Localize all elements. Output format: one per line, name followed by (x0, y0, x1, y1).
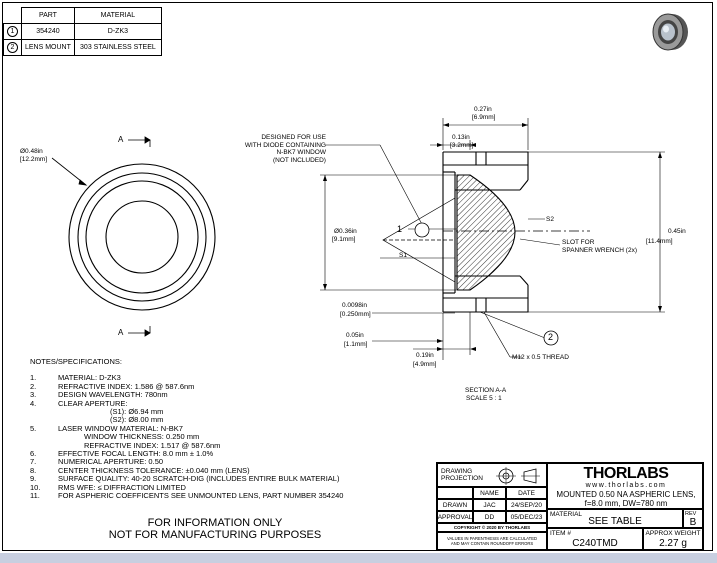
dim-0-0098-in: 0.0098in (342, 302, 367, 309)
note-item: WINDOW THICKNESS: 0.250 mm (84, 432, 200, 442)
item-value: C240TMD (572, 538, 618, 549)
material-label: MATERIAL (550, 511, 583, 518)
dim-0-36-mm: [9.1mm] (332, 236, 356, 243)
revision-cell: REV B (683, 509, 703, 528)
information-disclaimer: FOR INFORMATION ONLY NOT FOR MANUFACTURI… (100, 517, 330, 541)
name-header: NAME (473, 487, 506, 499)
note-item: (S1): Ø6.94 mm (110, 407, 164, 417)
dim-0-13-mm: [3.2mm] (450, 142, 474, 149)
dim-0-05-in: 0.05in (346, 332, 364, 339)
section-caption: SECTION A-A (465, 387, 507, 394)
dim-0-13-in: 0.13in (452, 134, 470, 141)
balloon-1: 1 (397, 224, 403, 234)
dim-0-19-mm: [4.9mm] (413, 361, 437, 368)
slot-label: SLOT FOR SPANNER WRENCH (2x) (562, 239, 637, 254)
front-diameter-mm: [12.2mm] (20, 156, 48, 163)
product-thumbnail (652, 13, 688, 51)
window-note-line: WITH DIODE CONTAINING (244, 141, 326, 149)
dim-0-45-in: 0.45in (668, 228, 686, 235)
notes-heading: NOTES/SPECIFICATIONS: (30, 357, 122, 366)
drawing-description: MOUNTED 0.50 NA ASPHERIC LENS, f=8.0 mm,… (548, 490, 704, 508)
table-row: 2 LENS MOUNT 303 STAINLESS STEEL (3, 39, 162, 56)
section-marker-bottom: A (118, 328, 124, 337)
drawn-date: 24/SEP/20 (506, 499, 547, 511)
scale-caption: SCALE 5 : 1 (466, 395, 502, 402)
note-item: 6.EFFECTIVE FOCAL LENGTH: 8.0 mm ± 1.0% (30, 449, 214, 459)
weight-label: APPROX WEIGHT (645, 530, 701, 537)
dim-0-36-in: Ø0.36in (334, 228, 357, 235)
note-item: 10.RMS WFE: ≤ DIFFRACTION LIMITED (30, 482, 186, 492)
section-marker-top: A (118, 135, 124, 144)
approval-date: 05/DEC/23 (506, 511, 547, 523)
slot-label-line: SLOT FOR (562, 239, 595, 246)
note-item: 11.FOR ASPHERIC COEFFICENTS SEE UNMOUNTE… (30, 491, 344, 501)
thorlabs-logo: THORLABS (583, 465, 669, 482)
dim-0-27-in: 0.27in (474, 106, 492, 113)
dim-0-05-mm: [1.1mm] (344, 341, 368, 348)
projection-cell: DRAWING PROJECTION (437, 463, 547, 487)
rev-label: REV (685, 511, 697, 517)
item-number-balloon: 2 (7, 42, 18, 53)
material-cell: MATERIAL SEE TABLE (547, 509, 683, 528)
parts-table: PART MATERIAL 1 354240 D-ZK3 2 LENS MOUN… (3, 7, 162, 56)
window-note: DESIGNED FOR USE WITH DIODE CONTAINING N… (239, 134, 326, 164)
disclaimer-line-1: FOR INFORMATION ONLY (147, 517, 283, 529)
note-item: 4.CLEAR APERTURE: (30, 398, 128, 408)
note-item: 2.REFRACTIVE INDEX: 1.586 @ 587.6nm (30, 381, 195, 391)
note-item: 5.LASER WINDOW MATERIAL: N-BK7 (30, 423, 183, 433)
window-note-line: DESIGNED FOR USE (261, 134, 326, 141)
note-item: 3.DESIGN WAVELENGTH: 780nm (30, 390, 168, 400)
note-item: 8.CENTER THICKNESS TOLERANCE: ±0.040 mm … (30, 465, 250, 475)
note-item: REFRACTIVE INDEX: 1.517 @ 587.6nm (84, 440, 221, 450)
dim-0-27-mm: [6.9mm] (472, 114, 496, 121)
thread-label: M12 x 0.5 THREAD (512, 354, 569, 361)
title-block: DRAWING PROJECTION NAME DATE DRAWN JAC 2… (436, 462, 704, 551)
window-note-line: N-BK7 WINDOW (276, 149, 326, 156)
drawn-name: JAC (473, 499, 506, 511)
window-bottom-bar (0, 553, 717, 563)
note-item: 7.NUMERICAL APERTURE: 0.50 (30, 457, 164, 467)
sheet-border (2, 2, 713, 551)
rounding-disclaimer: VALUES IN PARENTHESIS ARE CALCULATED AND… (437, 532, 547, 550)
approval-name: DD (473, 511, 506, 523)
front-diameter-in: Ø0.48in (20, 148, 43, 155)
description-line-2: f=8.0 mm, DW=780 nm (584, 499, 668, 508)
weight-cell: APPROX WEIGHT 2.27 g (643, 528, 703, 550)
dim-0-19-in: 0.19in (416, 352, 434, 359)
material-cell: 303 STAINLESS STEEL (73, 39, 162, 56)
balloon-2: 2 (548, 332, 554, 342)
projection-label: DRAWING PROJECTION (441, 468, 483, 482)
company-description-cell: THORLABS www.thorlabs.com MOUNTED 0.50 N… (547, 463, 703, 509)
item-label: ITEM # (550, 530, 571, 537)
dim-0-45-mm: [11.4mm] (646, 238, 673, 245)
notes-specifications: NOTES/SPECIFICATIONS: 1.MATERIAL: D-ZK3 … (30, 357, 344, 501)
surface-s1-label: S1 (399, 252, 407, 259)
window-note-line: (NOT INCLUDED) (273, 156, 326, 164)
note-item: (S2): Ø8.00 mm (110, 415, 164, 425)
third-angle-projection-icon (496, 467, 540, 485)
rev-value: B (689, 517, 697, 528)
approval-label: APPROVAL (437, 511, 473, 523)
slot-label-line: SPANNER WRENCH (2x) (562, 246, 637, 254)
website-label: www.thorlabs.com (585, 482, 667, 489)
weight-value: 2.27 g (659, 538, 687, 549)
item-number-balloon: 1 (7, 26, 18, 37)
disclaimer-line-2: NOT FOR MANUFACTURING PURPOSES (108, 529, 322, 541)
dim-0-0098-mm: [0.250mm] (340, 311, 371, 318)
material-value: SEE TABLE (588, 516, 642, 527)
note-item: 9.SURFACE QUALITY: 40-20 SCRATCH-DIG (IN… (30, 474, 340, 484)
item-number-cell: ITEM # C240TMD (547, 528, 643, 550)
drawn-label: DRAWN (437, 499, 473, 511)
date-header: DATE (506, 487, 547, 499)
surface-s2-label: S2 (546, 216, 554, 223)
copyright-notice: COPYRIGHT © 2020 BY THORLABS (437, 523, 547, 532)
description-line-1: MOUNTED 0.50 NA ASPHERIC LENS, (556, 490, 696, 499)
note-item: 1.MATERIAL: D-ZK3 (30, 373, 121, 383)
